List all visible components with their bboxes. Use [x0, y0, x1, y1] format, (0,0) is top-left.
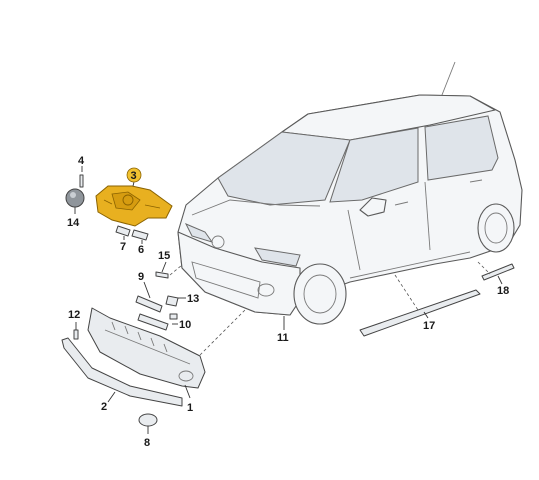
part-1-bumper-cover[interactable] [87, 307, 206, 389]
assembly-line-moulding [394, 274, 419, 311]
door-handle-rear [469, 179, 483, 183]
callout-10: 10 [179, 319, 191, 331]
car-illustration [177, 61, 523, 325]
callout-14: 14 [67, 217, 80, 229]
callout-17: 17 [423, 320, 435, 332]
part-15-screw[interactable] [155, 271, 169, 279]
part-3-absorber[interactable] [95, 185, 173, 227]
callout-6: 6 [138, 244, 144, 256]
rear-wheel-rim [484, 212, 508, 244]
fog-light [257, 283, 275, 297]
callout-11: 11 [277, 332, 289, 344]
front-wheel-rim [303, 274, 337, 314]
part-12-clip[interactable] [73, 329, 79, 340]
rear-wheel [477, 203, 515, 253]
callout-7: 7 [120, 241, 126, 253]
part-10-clip [169, 313, 178, 320]
part-17-side-moulding[interactable] [359, 289, 481, 337]
front-fascia [177, 231, 301, 316]
side-mirror [359, 197, 387, 217]
part-9-bracket[interactable] [135, 295, 163, 313]
callout-3-badge [126, 167, 142, 183]
part-4-clip[interactable] [79, 174, 84, 188]
part-13-clip[interactable] [165, 295, 179, 307]
callout-2: 2 [101, 401, 107, 413]
lower-grille [191, 261, 261, 299]
door-line [424, 181, 431, 251]
callout-3: 3 [131, 170, 137, 182]
callout-8: 8 [144, 437, 150, 449]
vw-emblem [211, 235, 225, 249]
assembly-line-mounting [169, 264, 183, 276]
callout-9: 9 [138, 271, 144, 283]
callout-15: 15 [158, 250, 170, 262]
windshield [217, 131, 351, 206]
hood-line [191, 199, 321, 216]
part-14-cap[interactable] [65, 188, 85, 208]
part-6-bracket[interactable] [131, 229, 149, 241]
callout-13: 13 [187, 293, 199, 305]
callout-1: 1 [187, 402, 193, 414]
headlight-right [254, 247, 301, 267]
assembly-line-bumper [199, 309, 246, 356]
door-handle-front [394, 201, 409, 206]
part-8-cover[interactable] [138, 413, 158, 427]
part-7-bracket[interactable] [115, 225, 131, 237]
rocker-line [349, 251, 471, 279]
leader-lines [74, 166, 503, 434]
callout-12: 12 [68, 309, 80, 321]
antenna [439, 61, 456, 101]
part-18-moulding[interactable] [481, 263, 515, 281]
callout-4: 4 [78, 155, 85, 167]
callout-18: 18 [497, 285, 509, 297]
assembly-line-rear-moulding [477, 261, 491, 275]
door-line-front [347, 209, 361, 271]
front-wheel [293, 263, 347, 325]
rear-side-window [424, 115, 499, 181]
bumper-foglight-opening [178, 370, 194, 382]
part-10-trim[interactable] [137, 313, 169, 331]
callout-labels: 1 2 3 4 6 7 8 9 10 11 12 13 14 15 17 18 [67, 155, 509, 449]
front-side-window [329, 127, 419, 203]
part-2-trim-strip[interactable] [61, 337, 183, 407]
